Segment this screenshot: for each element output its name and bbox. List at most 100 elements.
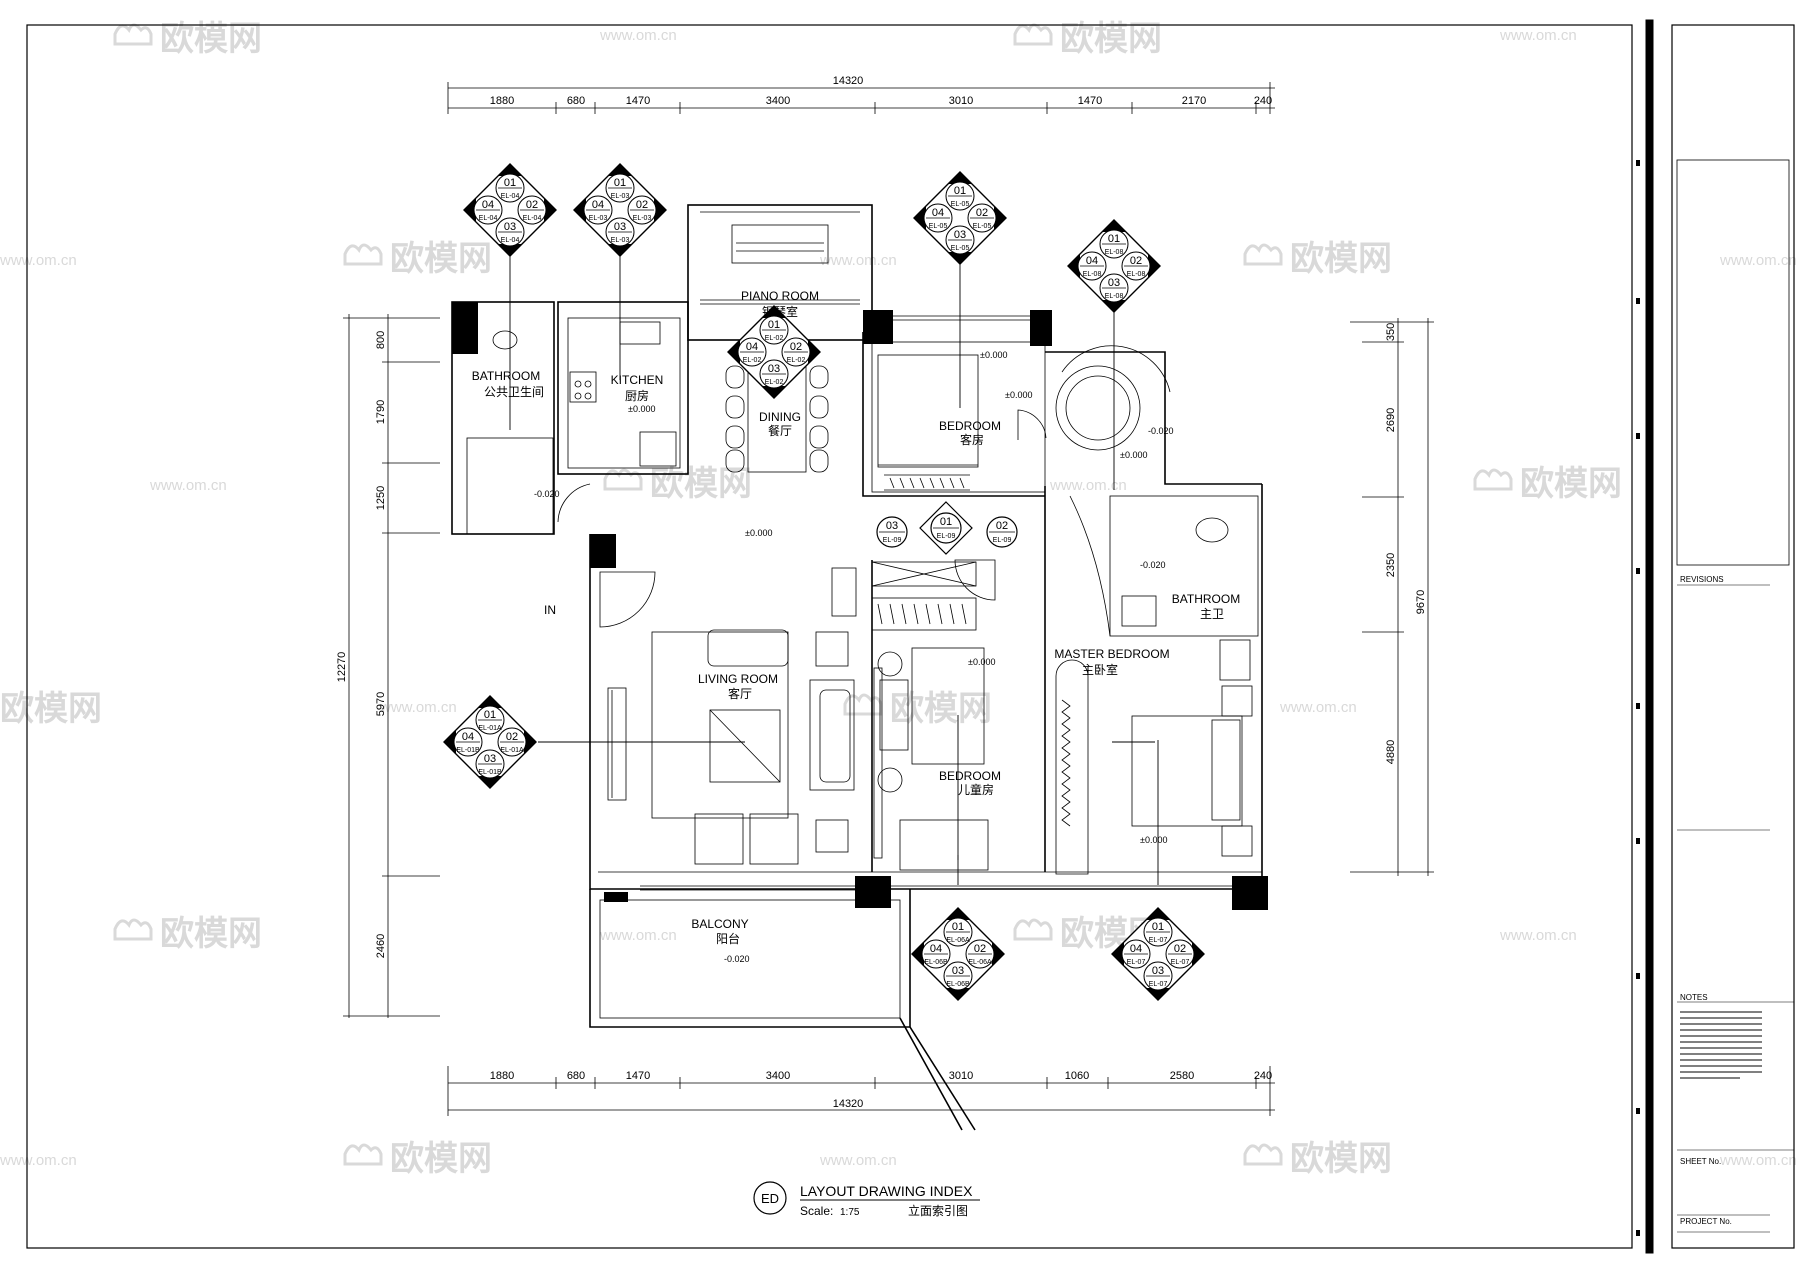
dimension-lines-bottom (447, 1066, 1275, 1116)
marker-code: EL-08 (1083, 271, 1102, 278)
room-child-en: BEDROOM (939, 769, 1001, 783)
marker-code: EL-03 (611, 193, 630, 200)
dimension-lines-top (447, 82, 1275, 114)
marker-number: 01 (954, 185, 966, 197)
svg-text:680: 680 (567, 1070, 585, 1082)
marker-code: EL-02 (787, 357, 806, 364)
svg-text:www.om.cn: www.om.cn (1499, 27, 1577, 44)
svg-text:1470: 1470 (626, 1070, 650, 1082)
svg-text:680: 680 (567, 95, 585, 107)
notes-lines (1680, 1011, 1762, 1079)
marker-code: EL-04 (501, 237, 520, 244)
svg-text:www.om.cn: www.om.cn (149, 477, 227, 494)
marker-code: EL-01A (500, 747, 524, 754)
furniture (492, 224, 1253, 875)
marker-code: EL-01B (478, 769, 502, 776)
dimension-labels-right: 9670 350 2690 2350 4880 (1385, 323, 1427, 764)
svg-text:www.om.cn: www.om.cn (1279, 699, 1357, 716)
marker-number: 04 (592, 199, 604, 211)
marker-code: EL-01A (478, 725, 502, 732)
dimension-lines-right (1350, 318, 1434, 876)
columns (452, 302, 1268, 910)
windows (640, 299, 1232, 891)
svg-text:-0.020: -0.020 (724, 954, 750, 964)
svg-text:±0.000: ±0.000 (745, 528, 772, 538)
marker-code: EL-04 (523, 215, 542, 222)
svg-text:2350: 2350 (1385, 553, 1397, 577)
svg-text:3010: 3010 (949, 95, 973, 107)
svg-text:2460: 2460 (375, 934, 387, 958)
svg-text:240: 240 (1254, 1070, 1272, 1082)
marker-number: 04 (462, 731, 474, 743)
marker-number: 02 (636, 199, 648, 211)
marker-code: EL-04 (479, 215, 498, 222)
dimension-labels-left: 12270 800 1790 1250 5970 2460 (336, 331, 387, 958)
room-labels: PIANO ROOM 钢琴室 KITCHEN 厨房 BATHROOM 公共卫生间… (472, 289, 1240, 946)
svg-text:欧模网: 欧模网 (390, 240, 492, 278)
marker-number: 04 (746, 341, 758, 353)
svg-text:欧模网: 欧模网 (160, 20, 262, 58)
svg-text:1790: 1790 (375, 400, 387, 424)
svg-text:240: 240 (1254, 95, 1272, 107)
marker-number: 03 (768, 363, 780, 375)
svg-text:www.om.cn: www.om.cn (1499, 927, 1577, 944)
room-piano-en: PIANO ROOM (741, 289, 819, 303)
svg-text:±0.000: ±0.000 (980, 350, 1007, 360)
marker-code: EL-04 (501, 193, 520, 200)
svg-text:2690: 2690 (1385, 408, 1397, 432)
svg-text:±0.000: ±0.000 (968, 657, 995, 667)
sheet-border (26, 19, 1795, 1254)
marker-code: EL-06B (946, 981, 970, 988)
marker-code: EL-06B (924, 959, 948, 966)
svg-text:1:75: 1:75 (840, 1207, 860, 1218)
layout-title: LAYOUT DRAWING INDEX (800, 1183, 973, 1199)
svg-text:www.om.cn: www.om.cn (0, 1152, 77, 1169)
notes-label: NOTES (1680, 993, 1708, 1002)
svg-text:2580: 2580 (1170, 1070, 1194, 1082)
marker-number: 04 (482, 199, 494, 211)
svg-text:ED: ED (761, 1191, 779, 1206)
marker-code: EL-06A (946, 937, 970, 944)
leader-lines (509, 250, 1159, 885)
svg-text:1250: 1250 (375, 486, 387, 510)
marker-code: EL-01B (456, 747, 480, 754)
room-child-cn: 儿童房 (958, 782, 994, 797)
svg-text:欧模网: 欧模网 (1290, 240, 1392, 278)
room-mbath-en: BATHROOM (1172, 592, 1240, 606)
svg-text:800: 800 (375, 331, 387, 349)
room-mbath-cn: 主卫 (1200, 607, 1224, 621)
watermark-layer: 欧模网 欧模网 欧模网 欧模网 欧模网 欧模网 欧模网 欧模网 欧模网 欧模网 … (0, 20, 1797, 1178)
marker-number: 01 (614, 177, 626, 189)
svg-text:350: 350 (1385, 323, 1397, 341)
marker-code: EL-07 (1149, 981, 1168, 988)
marker-number: 03 (952, 965, 964, 977)
marker-code: EL-08 (1105, 293, 1124, 300)
room-guest-en: BEDROOM (939, 419, 1001, 433)
marker-code: EL-07 (1149, 937, 1168, 944)
marker-number: 02 (1174, 943, 1186, 955)
svg-text:14320: 14320 (833, 75, 864, 87)
marker-number: 04 (1130, 943, 1142, 955)
marker-number: 02 (1130, 255, 1142, 267)
room-master-en: MASTER BEDROOM (1054, 647, 1169, 661)
svg-text:www.om.cn: www.om.cn (0, 252, 77, 269)
svg-text:-0.020: -0.020 (534, 489, 560, 499)
room-kitchen-cn: 厨房 (625, 388, 649, 403)
dimension-labels-top: 14320 1880 680 1470 3400 3010 1470 2170 … (490, 75, 1272, 107)
marker-number: 03 (1108, 277, 1120, 289)
marker-number: 01 (504, 177, 516, 189)
svg-text:±0.000: ±0.000 (1005, 390, 1032, 400)
doors (557, 409, 1047, 628)
marker-number: 04 (932, 207, 944, 219)
marker-code: EL-03 (633, 215, 652, 222)
marker-number: 02 (976, 207, 988, 219)
svg-text:www.om.cn: www.om.cn (819, 1152, 897, 1169)
svg-text:1470: 1470 (626, 95, 650, 107)
marker-code: EL-02 (765, 379, 784, 386)
marker-code: EL-09 (993, 537, 1012, 544)
